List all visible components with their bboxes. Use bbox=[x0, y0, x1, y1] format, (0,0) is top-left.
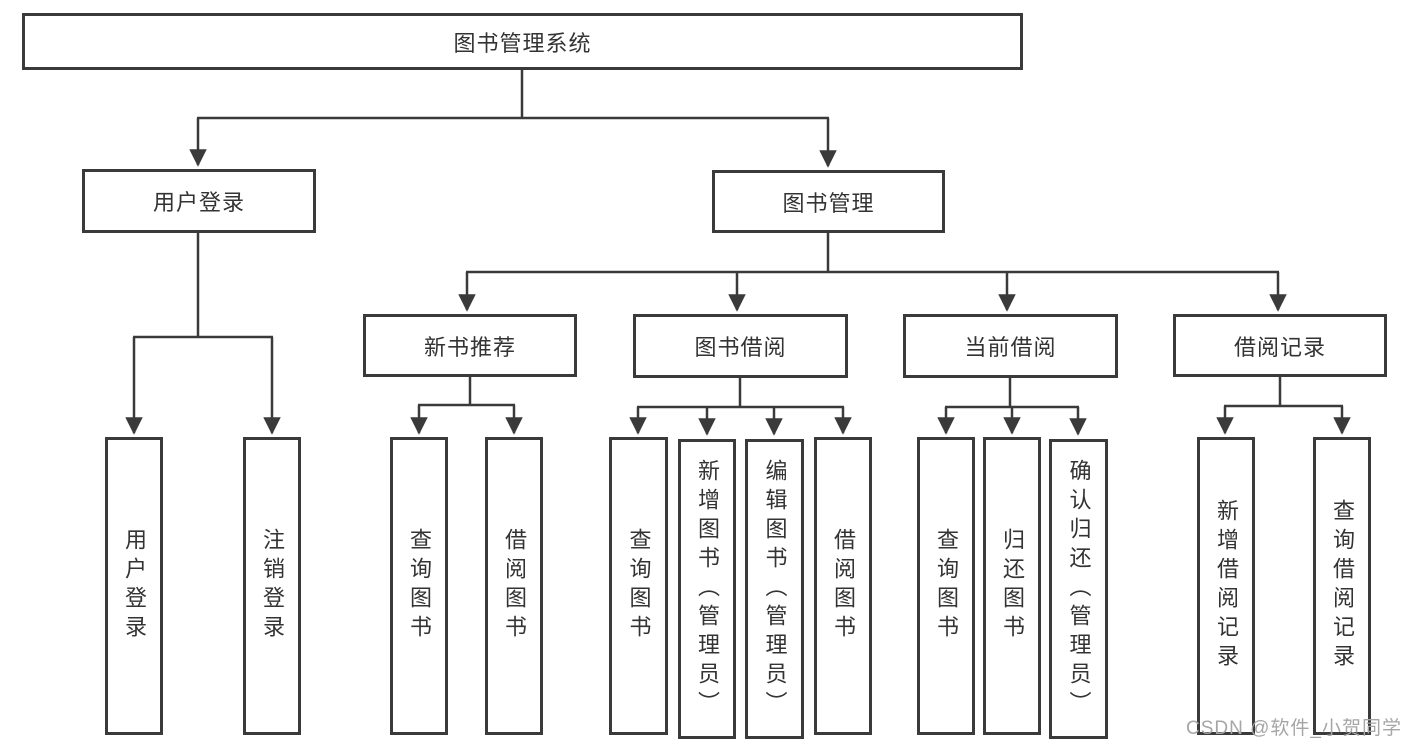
node-current-borrowing: 当前借阅 bbox=[903, 314, 1118, 378]
node-label: 图书借阅 bbox=[694, 335, 787, 360]
node-label: 用户登录 bbox=[122, 528, 147, 644]
leaf-return-books: 归还图书 bbox=[983, 437, 1041, 735]
leaf-query-borrow-record: 查询借阅记录 bbox=[1313, 437, 1371, 735]
node-label: 注销登录 bbox=[260, 528, 285, 644]
node-label: 图书管理 bbox=[782, 190, 875, 216]
node-book-management-system: 图书管理系统 bbox=[22, 13, 1023, 70]
node-label: 编辑图书（管理员） bbox=[762, 458, 788, 720]
node-label: 当前借阅 bbox=[964, 335, 1057, 360]
node-book-borrowing: 图书借阅 bbox=[633, 314, 848, 378]
node-label: 查询图书 bbox=[934, 528, 959, 644]
node-label: 借阅图书 bbox=[502, 528, 527, 644]
leaf-query-books-recommend: 查询图书 bbox=[390, 437, 448, 735]
leaf-borrow-books-recommend: 借阅图书 bbox=[485, 437, 543, 735]
node-label: 查询借阅记录 bbox=[1330, 499, 1355, 673]
node-label: 用户登录 bbox=[152, 190, 245, 215]
node-user-login: 用户登录 bbox=[82, 169, 316, 233]
node-label: 新增图书（管理员） bbox=[695, 458, 720, 720]
leaf-query-books-borrowing: 查询图书 bbox=[609, 437, 668, 735]
node-label: 借阅图书 bbox=[831, 528, 856, 644]
node-label: 图书管理系统 bbox=[453, 30, 592, 56]
node-borrowing-records: 借阅记录 bbox=[1173, 314, 1387, 377]
node-new-book-recommendation: 新书推荐 bbox=[363, 314, 577, 377]
node-label: 查询图书 bbox=[626, 528, 652, 644]
node-label: 确认归还（管理员） bbox=[1066, 458, 1092, 720]
leaf-confirm-return-admin: 确认归还（管理员） bbox=[1049, 439, 1108, 739]
node-label: 新增借阅记录 bbox=[1214, 499, 1239, 673]
node-label: 查询图书 bbox=[407, 528, 432, 644]
watermark: CSDN @软件_小贺同学 bbox=[1186, 718, 1402, 739]
leaf-logout: 注销登录 bbox=[243, 437, 301, 735]
leaf-user-login: 用户登录 bbox=[105, 437, 163, 735]
leaf-add-borrow-record: 新增借阅记录 bbox=[1197, 437, 1255, 735]
node-label: 归还图书 bbox=[1000, 528, 1025, 644]
node-book-management: 图书管理 bbox=[712, 170, 945, 233]
leaf-borrow-books-borrowing: 借阅图书 bbox=[814, 437, 872, 735]
node-label: 借阅记录 bbox=[1233, 334, 1326, 360]
node-label: 新书推荐 bbox=[423, 334, 516, 360]
leaf-edit-book-admin: 编辑图书（管理员） bbox=[745, 439, 804, 739]
leaf-add-book-admin: 新增图书（管理员） bbox=[678, 439, 736, 739]
leaf-query-books-current: 查询图书 bbox=[917, 437, 975, 735]
